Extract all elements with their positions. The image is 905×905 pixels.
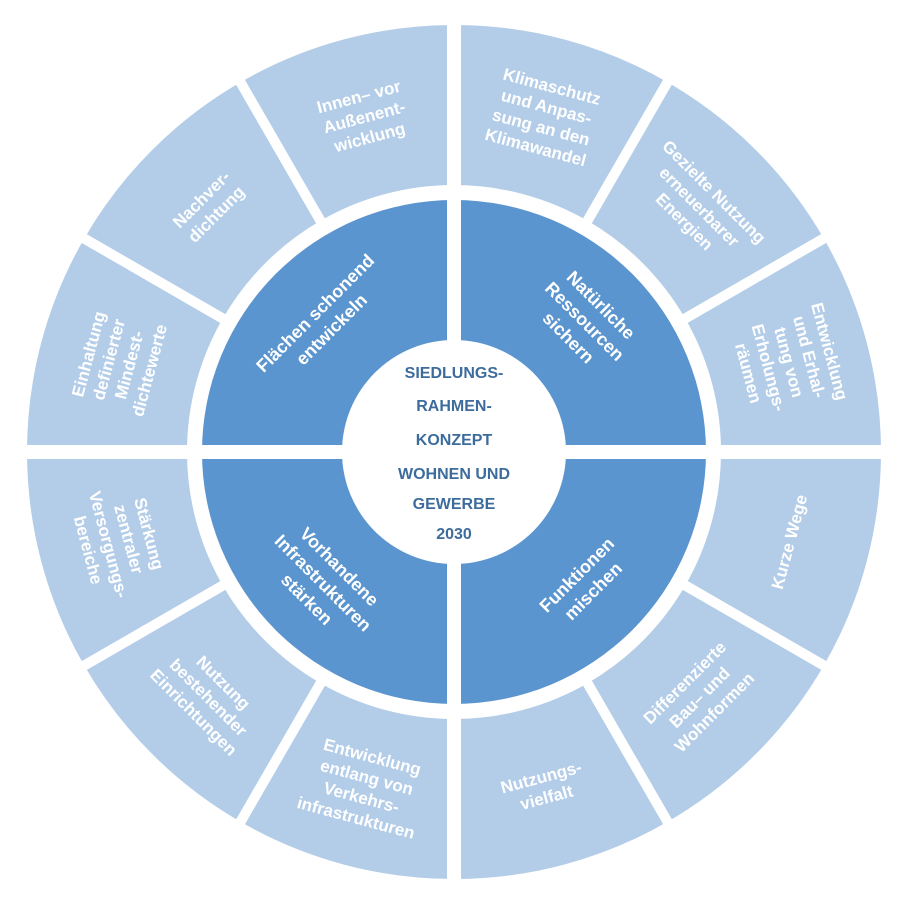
center-title-line: 2030 bbox=[436, 526, 472, 543]
segment-klimaschutz: Klimaschutzund Anpas-sung an denKlimawan… bbox=[449, 14, 677, 232]
segment-mindestdichtewerte: EinhaltungdefinierterMindest-dichtewerte bbox=[16, 229, 234, 457]
quadrant-shape bbox=[202, 200, 454, 452]
quadrant-shape bbox=[454, 452, 706, 704]
center-title-line: SIEDLUNGS- bbox=[405, 365, 504, 382]
quadrant-natuerliche-ressourcen: NatürlicheRessourcensichern bbox=[454, 200, 706, 452]
quadrant-funktionen-mischen: Funktionenmischen bbox=[454, 452, 706, 704]
center-title-line: WOHNEN UND bbox=[398, 466, 510, 483]
segment-bau-wohnformen: DifferenzierteBau– undWohnformen bbox=[578, 576, 835, 833]
center-title-line: KONZEPT bbox=[416, 432, 493, 449]
segment-nutzungsvielfalt: Nutzungs-vielfalt bbox=[449, 672, 677, 890]
quadrant-infrastrukturen-staerken: VorhandeneInfrastrukturenstärken bbox=[202, 452, 454, 704]
segment-erholungsraeume: Entwicklungund Erhal-tung vonErholungs-r… bbox=[674, 229, 892, 457]
center-circle bbox=[342, 340, 566, 564]
quadrant-shape bbox=[454, 200, 706, 452]
center-title-line: RAHMEN- bbox=[416, 398, 492, 415]
quadrant-shape bbox=[202, 452, 454, 704]
segment-erneuerbare-energien: Gezielte NutzungerneuerbarerEnergien bbox=[578, 71, 835, 328]
center-title-line: GEWERBE bbox=[413, 496, 496, 513]
